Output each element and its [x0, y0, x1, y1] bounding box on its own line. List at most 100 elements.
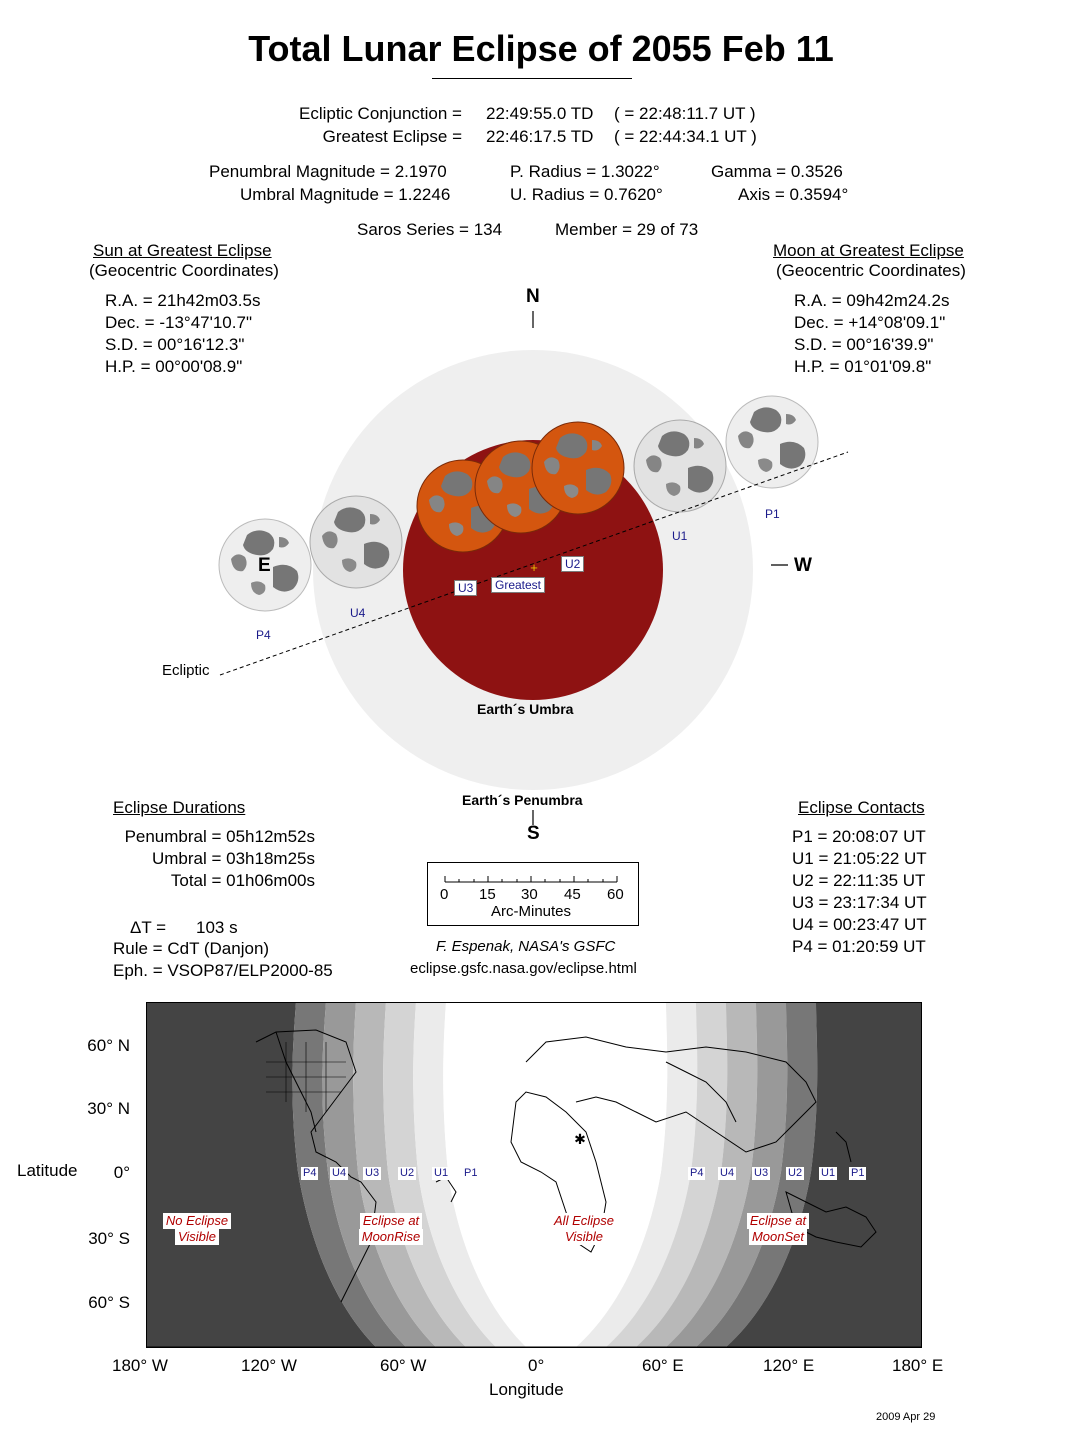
ecliptic-line	[219, 451, 849, 676]
scale-tick-60: 60	[607, 886, 624, 903]
umbra-label: Earth´s Umbra	[477, 701, 574, 717]
moon-u1	[633, 419, 727, 513]
lon-label-0: 0°	[528, 1356, 545, 1375]
map-west-u3: U3	[363, 1167, 382, 1180]
sun-subtitle: (Geocentric Coordinates)	[89, 261, 279, 280]
region-all-eclipse-line1: All Eclipse	[551, 1213, 617, 1229]
contact-u4-label: U4	[350, 606, 366, 620]
moon-title: Moon at Greatest Eclipse	[773, 241, 964, 260]
credit-author: F. Espenak, NASA's GSFC	[436, 938, 616, 955]
region-moonset-line2: MoonSet	[748, 1229, 808, 1245]
lon-label-120e: 120° E	[763, 1356, 815, 1375]
map-xlabel: Longitude	[489, 1380, 564, 1399]
contact-p4-time: P4 = 01:20:59 UT	[792, 937, 926, 956]
contacts-title: Eclipse Contacts	[798, 798, 925, 817]
sun-title: Sun at Greatest Eclipse	[93, 241, 272, 260]
sun-hp: H.P. = 00°00'08.9"	[105, 357, 243, 376]
conjunction-label: Ecliptic Conjunction =	[298, 104, 462, 123]
gamma-value: Gamma = 0.3526	[711, 162, 843, 181]
north-label: N	[526, 286, 540, 307]
map-east-u3: U3	[752, 1167, 771, 1180]
east-label: E	[258, 555, 271, 576]
greatest-ut: ( = 22:44:34.1 UT )	[614, 127, 757, 146]
moon-p1	[725, 395, 819, 489]
lat-label-60s: 60° S	[88, 1293, 130, 1312]
delta-t-value: 103 s	[196, 918, 238, 937]
lat-label-60n: 60° N	[87, 1036, 130, 1055]
rule-text: Rule = CdT (Danjon)	[113, 939, 270, 958]
map-east-u4: U4	[718, 1167, 737, 1180]
ecliptic-label: Ecliptic	[162, 662, 210, 679]
map-west-p1: P1	[462, 1167, 480, 1180]
sun-sd: S.D. = 00°16'12.3"	[105, 335, 245, 354]
penumbra-label: Earth´s Penumbra	[462, 792, 583, 808]
lat-label-30s: 30° S	[88, 1229, 130, 1248]
lat-label-30n: 30° N	[87, 1099, 130, 1118]
page-title: Total Lunar Eclipse of 2055 Feb 11	[248, 28, 834, 69]
umbral-magnitude: Umbral Magnitude = 1.2246	[240, 185, 451, 204]
greatest-tag: Greatest	[491, 577, 546, 593]
map-west-u2: U2	[398, 1167, 417, 1180]
region-moonset-line1: Eclipse at	[746, 1213, 810, 1229]
credit-url: eclipse.gsfc.nasa.gov/eclipse.html	[410, 960, 637, 977]
map-frame	[146, 1002, 922, 1348]
scale-tick-0: 0	[440, 886, 449, 903]
map-west-u4: U4	[330, 1167, 349, 1180]
region-moonrise-line2: MoonRise	[358, 1229, 424, 1245]
umbral-radius: U. Radius = 0.7620°	[510, 185, 663, 204]
duration-penumbral: Penumbral = 05h12m52s	[124, 827, 315, 846]
moon-hp: H.P. = 01°01'09.8"	[794, 357, 932, 376]
lon-label-180e: 180° E	[892, 1356, 944, 1375]
moon-ra: R.A. = 09h42m24.2s	[794, 291, 950, 310]
lat-label-0: 0°	[113, 1163, 130, 1182]
scale-ticks	[444, 876, 618, 883]
sun-dec: Dec. = -13°47'10.7"	[105, 313, 252, 332]
delta-t-label: ΔT =	[130, 918, 167, 937]
penumbral-magnitude: Penumbral Magnitude = 2.1970	[209, 162, 447, 181]
west-label: W	[794, 555, 812, 576]
saros-member: Member = 29 of 73	[555, 220, 699, 239]
lon-label-60e: 60° E	[642, 1356, 684, 1375]
title-underline	[432, 78, 632, 79]
duration-umbral: Umbral = 03h18m25s	[151, 849, 315, 868]
contact-u2-label: U2	[561, 556, 585, 572]
scale-tick-30: 30	[521, 886, 538, 903]
moon-subtitle: (Geocentric Coordinates)	[776, 261, 966, 280]
lon-label-60w: 60° W	[380, 1356, 427, 1375]
contact-u3-label: U3	[454, 580, 478, 596]
greatest-label: Greatest Eclipse =	[322, 127, 462, 146]
generated-date: 2009 Apr 29	[876, 1411, 936, 1423]
south-label: S	[527, 823, 540, 844]
map-west-u1: U1	[432, 1167, 451, 1180]
conjunction-ut: ( = 22:48:11.7 UT )	[614, 104, 756, 123]
lon-label-180w: 180° W	[112, 1356, 168, 1375]
moon-p4	[218, 518, 312, 612]
greatest-td: 22:46:17.5 TD	[486, 127, 594, 146]
saros-series: Saros Series = 134	[357, 220, 503, 239]
sun-ra: R.A. = 21h42m03.5s	[105, 291, 261, 310]
moon-u4	[309, 495, 403, 589]
conjunction-td: 22:49:55.0 TD	[486, 104, 594, 123]
region-moonrise-line1: Eclipse at	[359, 1213, 423, 1229]
eclipse-diagram: +	[218, 311, 849, 825]
region-no-eclipse-line2: Visible	[174, 1229, 220, 1245]
moon-dec: Dec. = +14°08'09.1"	[794, 313, 946, 332]
map-east-u2: U2	[786, 1167, 805, 1180]
region-moonset: Eclipse at MoonSet	[728, 1213, 828, 1245]
map-east-u1: U1	[819, 1167, 838, 1180]
scale-tick-15: 15	[479, 886, 496, 903]
map-west-p4: P4	[301, 1167, 319, 1180]
contact-u2-time: U2 = 22:11:35 UT	[792, 871, 926, 890]
contact-u3-time: U3 = 23:17:34 UT	[792, 893, 927, 912]
contact-p1-label: P1	[765, 507, 780, 521]
region-no-eclipse: No Eclipse Visible	[147, 1213, 247, 1245]
region-all-eclipse-line2: Visible	[561, 1229, 607, 1245]
svg-text:✱: ✱	[574, 1131, 586, 1147]
scale-label: Arc-Minutes	[491, 903, 572, 920]
contact-u1-time: U1 = 21:05:22 UT	[792, 849, 927, 868]
region-all-eclipse: All Eclipse Visible	[534, 1213, 634, 1245]
axis-value: Axis = 0.3594°	[738, 185, 849, 204]
moon-u2	[531, 421, 625, 515]
scale-tick-45: 45	[564, 886, 581, 903]
map-east-p1: P1	[849, 1167, 867, 1180]
